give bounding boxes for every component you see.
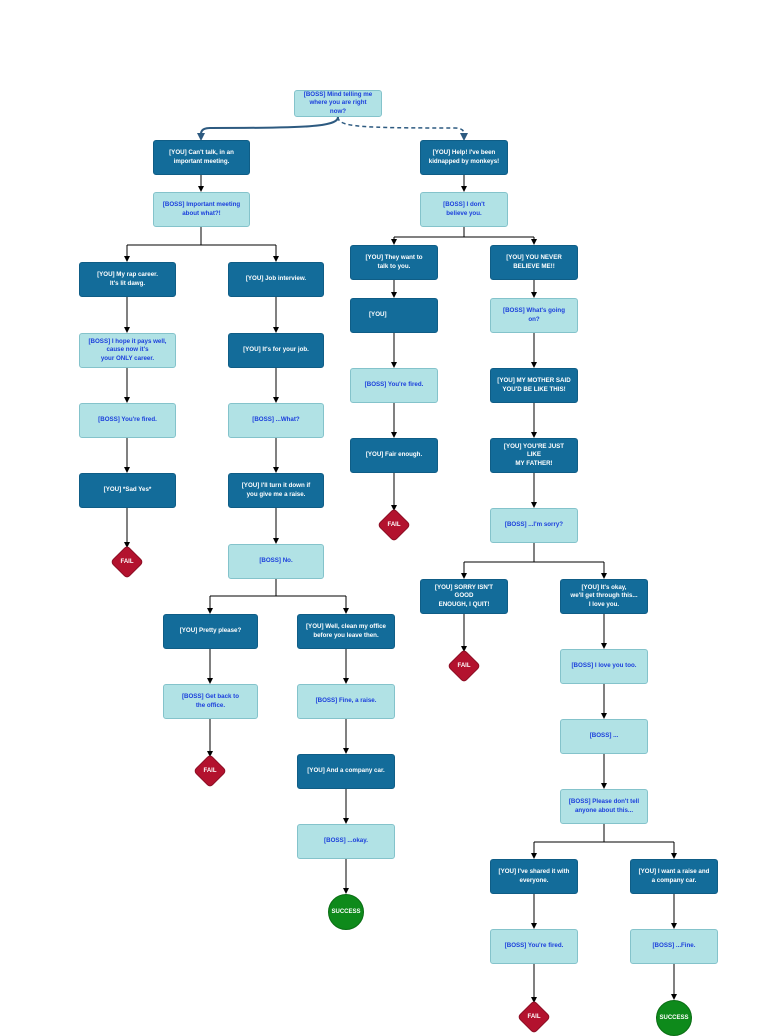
outcome-fail-label: FAIL — [387, 522, 401, 528]
node-you-clean-office: [YOU] Well, clean my office before you l… — [297, 614, 395, 649]
start-connector-solid — [197, 116, 339, 141]
outcome-success-1: SUCCESS — [328, 894, 364, 930]
outcome-fail-label: FAIL — [120, 559, 134, 565]
node-you-shared: [YOU] I've shared it with everyone. — [490, 859, 578, 894]
outcome-success-2: SUCCESS — [656, 1000, 692, 1036]
node-boss-love-too: [BOSS] I love you too. — [560, 649, 648, 684]
node-you-never-believe: [YOU] YOU NEVER BELIEVE ME!! — [490, 245, 578, 280]
outcome-fail-label: FAIL — [457, 663, 471, 669]
node-boss-dont-believe: [BOSS] I don't believe you. — [420, 192, 508, 227]
outcome-fail-4: FAIL — [447, 649, 481, 683]
outcome-fail-label: FAIL — [527, 1014, 541, 1020]
outcome-fail-label: FAIL — [203, 768, 217, 774]
node-you-sad-yes: [YOU] *Sad Yes* — [79, 473, 176, 508]
node-you-for-job: [YOU] It's for your job. — [228, 333, 324, 368]
connectors — [124, 116, 677, 1003]
node-boss-dont-tell: [BOSS] Please don't tell anyone about th… — [560, 789, 648, 824]
node-boss-start: [BOSS] Mind telling me where you are rig… — [294, 90, 382, 117]
outcome-fail-2: FAIL — [377, 508, 411, 542]
node-you-want-raise: [YOU] I want a raise and a company car. — [630, 859, 718, 894]
node-you-monkeys: [YOU] Help! I've been kidnapped by monke… — [420, 140, 508, 175]
node-you-fair: [YOU] Fair enough. — [350, 438, 438, 473]
outcome-fail-3: FAIL — [193, 754, 227, 788]
node-you-turn-down: [YOU] I'll turn it down if you give me a… — [228, 473, 324, 508]
node-boss-what: [BOSS] ...What? — [228, 403, 324, 438]
node-you-want-talk: [YOU] They want to talk to you. — [350, 245, 438, 280]
start-connector-dashed — [337, 116, 468, 141]
outcome-fail-5: FAIL — [517, 1000, 551, 1034]
node-boss-okay: [BOSS] ...okay. — [297, 824, 395, 859]
node-boss-no: [BOSS] No. — [228, 544, 324, 579]
node-you-pretty-please: [YOU] Pretty please? — [163, 614, 258, 649]
node-you-its-okay: [YOU] It's okay, we'll get through this.… — [560, 579, 648, 614]
node-boss-get-back: [BOSS] Get back to the office. — [163, 684, 258, 719]
node-you-sorry-not-good: [YOU] SORRY ISN'T GOOD ENOUGH, I QUIT! — [420, 579, 508, 614]
node-boss-pays-well: [BOSS] I hope it pays well, cause now it… — [79, 333, 176, 368]
outcome-success-label: SUCCESS — [331, 909, 361, 915]
node-you-mother: [YOU] MY MOTHER SAID YOU'D BE LIKE THIS! — [490, 368, 578, 403]
node-you-rap: [YOU] My rap career. It's lit dawg. — [79, 262, 176, 297]
node-you-company-car: [YOU] And a company car. — [297, 754, 395, 789]
outcome-success-label: SUCCESS — [659, 1015, 689, 1021]
node-you-blank: [YOU] — [350, 298, 438, 333]
node-boss-fine-raise: [BOSS] Fine, a raise. — [297, 684, 395, 719]
node-boss-dots: [BOSS] ... — [560, 719, 648, 754]
node-boss-fired-1: [BOSS] You're fired. — [79, 403, 176, 438]
node-boss-fine: [BOSS] ...Fine. — [630, 929, 718, 964]
node-boss-fired-2: [BOSS] You're fired. — [350, 368, 438, 403]
node-you-meeting: [YOU] Can't talk, in an important meetin… — [153, 140, 250, 175]
node-boss-whats-going: [BOSS] What's going on? — [490, 298, 578, 333]
node-you-interview: [YOU] Job interview. — [228, 262, 324, 297]
node-boss-sorry: [BOSS] ...I'm sorry? — [490, 508, 578, 543]
outcome-fail-1: FAIL — [110, 545, 144, 579]
node-boss-about-what: [BOSS] Important meeting about what?! — [153, 192, 250, 227]
node-boss-fired-3: [BOSS] You're fired. — [490, 929, 578, 964]
node-you-father: [YOU] YOU'RE JUST LIKE MY FATHER! — [490, 438, 578, 473]
